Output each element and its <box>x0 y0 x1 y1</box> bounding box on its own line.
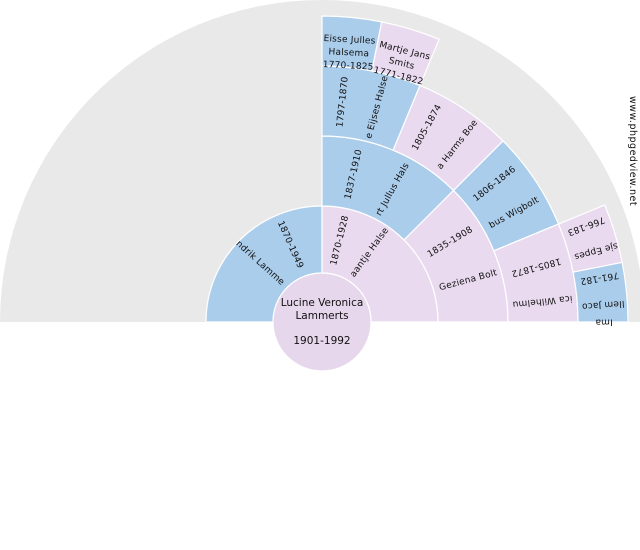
segment-group <box>205 15 629 323</box>
watermark-label: www.phpgedview.net <box>627 96 638 207</box>
fan-segment-gggm-caesje[interactable] <box>557 204 623 273</box>
label-gggf-willem-name2: Ima <box>595 316 613 326</box>
label-gggf-eisse: Eisse JullesHalsema1770-1825 <box>322 34 376 73</box>
fan-segment-gggf-willem[interactable] <box>572 261 629 323</box>
fan-segment-gggm-martje[interactable] <box>371 21 440 87</box>
center-person-name-line1: Lucine Veronica <box>281 297 364 309</box>
center-person-dates: 1901-1992 <box>293 335 350 347</box>
center-person-circle[interactable] <box>272 272 372 372</box>
center-person-name-line2: Lammerts <box>295 310 348 322</box>
